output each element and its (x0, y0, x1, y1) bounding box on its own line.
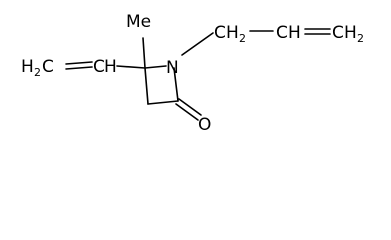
allyl-ch2-sub: 2 (239, 32, 246, 45)
methyl-label: Me (126, 12, 151, 32)
bond-n-allyl (181, 32, 214, 56)
allyl-terminal-ch2-label: C H 2 (332, 23, 364, 45)
vinyl-ch2-sub: 2 (34, 66, 41, 79)
bond-c2-c3 (147, 100, 179, 105)
allyl-ch-c: C (276, 23, 288, 43)
chemical-structure: Me N O H 2 C C H C H 2 C H C H (21, 12, 364, 135)
allyl-ch-label: C H (276, 23, 301, 43)
bond-c3-c4 (144, 67, 149, 105)
allyl-terminal-c: C (332, 23, 344, 43)
allyl-ch2-h: H (226, 23, 239, 43)
bond-c4-vinyl (116, 65, 146, 69)
vinyl-ch2-h: H (21, 57, 34, 77)
allyl-ch-h: H (288, 23, 301, 43)
allyl-terminal-h: H (344, 23, 357, 43)
bond-vinyl-double-2 (65, 66, 93, 70)
oxygen-label: O (198, 115, 211, 135)
bond-carbonyl-2 (175, 103, 199, 121)
allyl-ch2-label: C H 2 (214, 23, 246, 45)
vinyl-ch-c: C (93, 57, 105, 77)
vinyl-ch-h: H (104, 57, 117, 77)
vinyl-ch2-c: C (42, 57, 54, 77)
vinyl-ch-label: C H (93, 57, 117, 77)
atom-labels: Me N O H 2 C C H C H 2 C H C H (21, 12, 364, 135)
allyl-terminal-sub: 2 (357, 32, 364, 45)
bonds (65, 28, 331, 121)
bond-n-c2 (173, 67, 179, 102)
bond-c4-n (144, 65, 167, 69)
allyl-ch2-c: C (214, 23, 226, 43)
bond-carbonyl-1 (178, 98, 202, 116)
bond-methyl (142, 37, 146, 69)
nitrogen-label: N (166, 58, 179, 78)
vinyl-ch2-label: H 2 C (21, 57, 54, 79)
bond-vinyl-double-1 (65, 61, 93, 65)
